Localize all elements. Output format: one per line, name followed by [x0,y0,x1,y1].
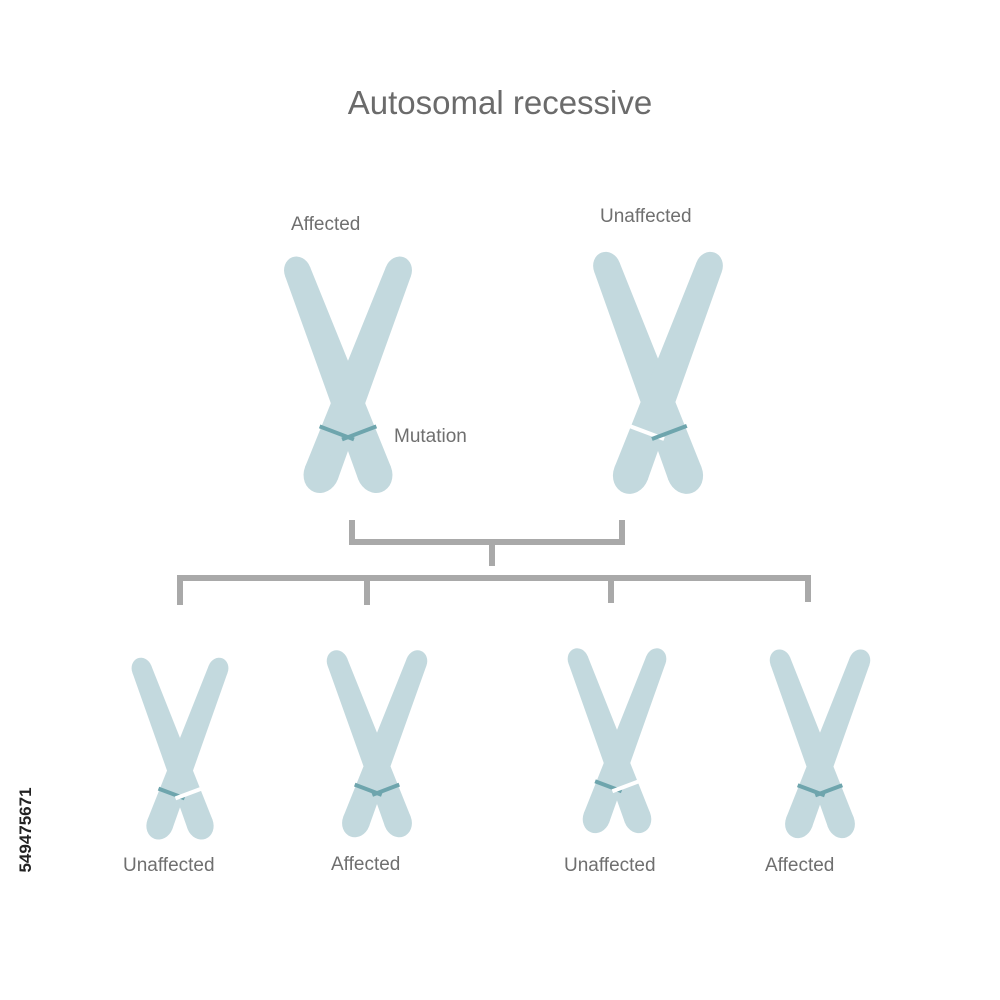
chromatid-arm [147,665,228,830]
child-4-label: Affected [765,855,835,876]
chromatid-arm [786,657,870,828]
parent-connector [349,520,625,566]
diagram-title: Autosomal recessive [347,84,653,121]
chromatid-tip [826,806,855,839]
chromatid-tip [405,650,428,674]
parent-2-label: Unaffected [600,206,692,227]
mutation-band [341,424,378,442]
normal-band [174,786,203,801]
chromatid-tip [695,251,723,283]
chromatid-tip [785,806,814,839]
chromatid-tip [848,649,871,674]
chromatid-tip [342,806,371,838]
chromatid-tip [593,251,621,283]
children-connector [177,575,811,605]
chromatid-tip [666,453,704,494]
child-4-chromosome [769,649,871,839]
chromatid-tip [356,453,393,494]
chromatid-tip [146,809,174,840]
normal-band [611,779,640,794]
mutation-band [814,783,844,798]
chromatid-arm [594,262,702,481]
mutation-band [371,782,401,797]
mutation-band [651,423,688,441]
chromatid-tip [623,802,652,834]
chromatid-tip [567,648,589,672]
chromatid-tip [769,649,792,674]
chromatid-tip [612,453,650,494]
watermark-id: 549475671 [16,787,35,873]
chromatid-arm [770,657,854,828]
chromatid-tip [645,648,667,672]
chromatid-arm [614,262,722,481]
child-3-chromosome [567,648,667,834]
chromatid-tip [303,453,340,494]
stock-watermark: 549475671 [6,765,36,905]
chromatid-arm [305,266,411,480]
child-1-label: Unaffected [123,855,215,876]
chromatid-tip [383,806,412,838]
child-2-chromosome [326,650,428,838]
child-2-label: Affected [331,854,401,875]
parent-1-label: Affected [291,214,361,235]
chromatid-tip [207,657,229,681]
chromatid-tip [326,650,349,674]
chromatid-arm [327,658,411,827]
chromatid-arm [132,665,213,830]
child-1-chromosome [131,657,229,840]
parent-1-chromosome [284,256,412,494]
mutation-label: Mutation [394,426,467,447]
chromatid-tip [582,802,611,834]
chromatid-tip [384,256,412,287]
chromatid-tip [186,809,214,840]
chromatid-tip [131,657,153,681]
chromatid-arm [343,658,427,827]
child-3-label: Unaffected [564,855,656,876]
chromatid-arm [583,656,666,823]
parent-2-chromosome [593,251,723,494]
chromatid-arm [285,266,391,480]
chromatid-tip [284,256,312,287]
chromatid-arm [568,656,651,823]
